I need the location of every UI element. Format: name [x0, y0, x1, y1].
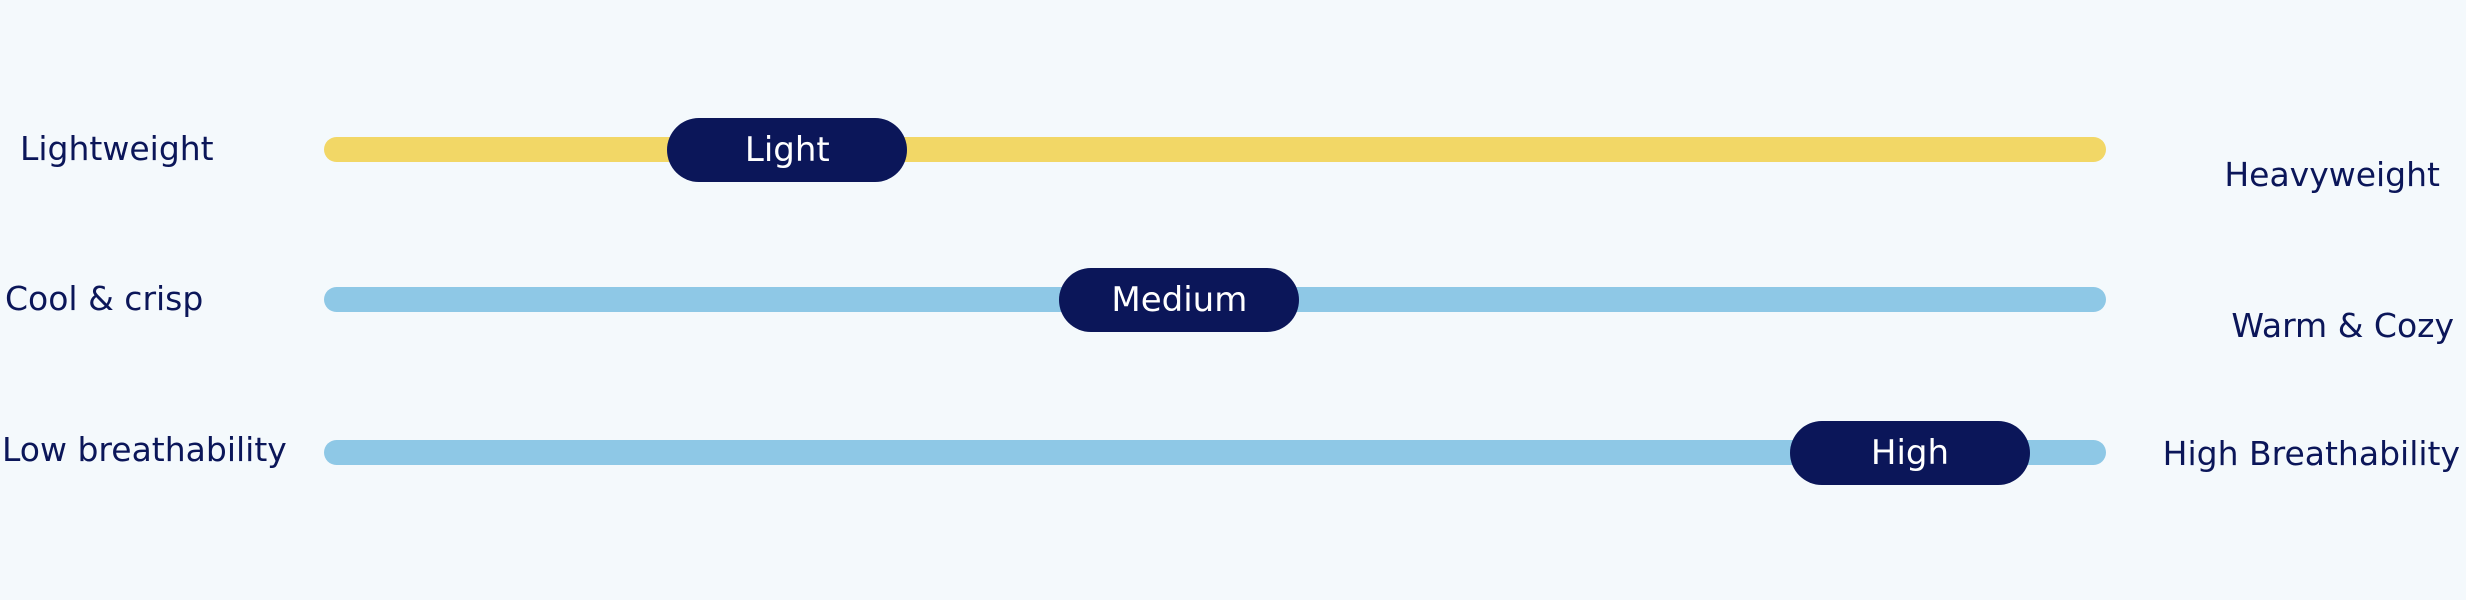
warmth-slider-thumb[interactable]: Medium: [1059, 267, 1300, 332]
breathability-min-label: Low breathability: [2, 430, 287, 469]
weight-max-label: Heavyweight: [2224, 155, 2440, 194]
breathability-slider-track[interactable]: High: [324, 420, 2106, 485]
warmth-max-label: Warm & Cozy: [2231, 306, 2454, 345]
warmth-min-label: Cool & crisp: [5, 279, 204, 318]
weight-slider-thumb[interactable]: Light: [667, 117, 908, 182]
weight-min-label: Lightweight: [20, 129, 214, 168]
weight-slider-track[interactable]: Light: [324, 117, 2106, 182]
warmth-slider-track[interactable]: Medium: [324, 267, 2106, 332]
breathability-slider-thumb[interactable]: High: [1789, 420, 2030, 485]
breathability-max-label: High Breathability: [2162, 434, 2460, 473]
